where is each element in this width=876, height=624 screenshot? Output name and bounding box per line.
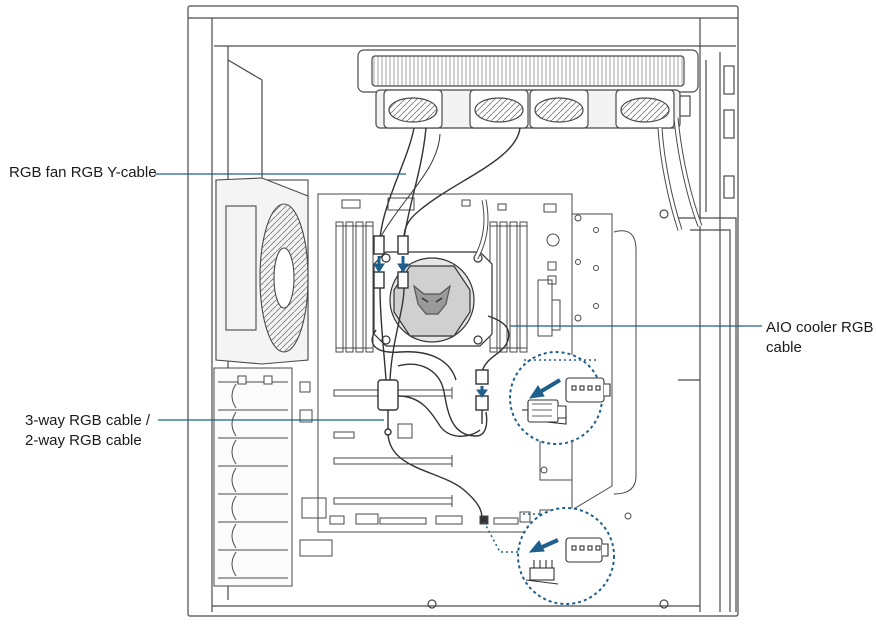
- callout-3way-rgb-cable: 3-way RGB cable / 2-way RGB cable: [25, 412, 151, 449]
- aio-pump-logo-icon: [413, 284, 451, 315]
- radiator-fan-4: [615, 89, 675, 129]
- callout-rgb-fan-y-cable: RGB fan RGB Y-cable: [9, 164, 157, 181]
- ram-slots-left: [335, 221, 374, 353]
- radiator-fan-2: [469, 89, 529, 129]
- pc-case-chassis: [187, 5, 739, 617]
- radiator-fan-3: [529, 89, 589, 129]
- detail-circle-aio-connector: [509, 351, 611, 445]
- rear-case-fan: [215, 177, 309, 365]
- radiator-fan-1: [383, 89, 443, 129]
- leader-lines: [155, 173, 762, 421]
- callout-aio-cooler-rgb-cable: AIO cooler RGB cable: [766, 319, 874, 356]
- expansion-slot-brackets: [213, 367, 293, 587]
- detail-circle-header-connector: [483, 507, 615, 605]
- aio-radiator: [357, 49, 703, 231]
- connector-arrow-icon: [528, 538, 559, 553]
- connector-arrow-icon: [528, 378, 562, 399]
- connector-arrow-icon: [373, 256, 488, 398]
- pcie-slots: [333, 387, 453, 507]
